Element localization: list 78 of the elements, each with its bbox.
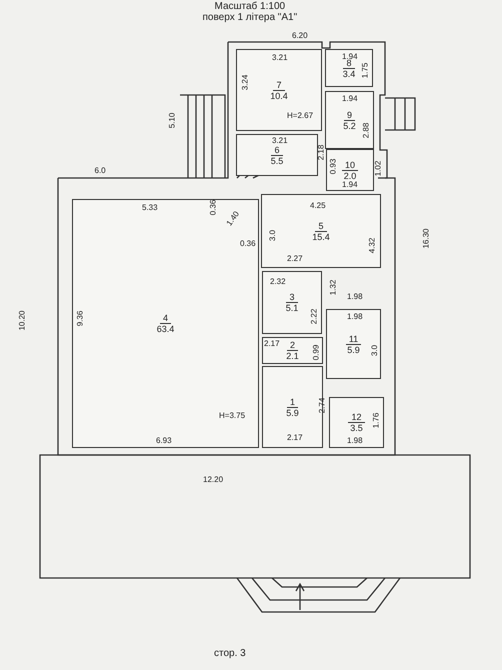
room xyxy=(237,135,317,175)
room xyxy=(326,50,372,86)
dimension-text: 4.25 xyxy=(310,200,326,210)
height-note: H=2.67 xyxy=(287,110,314,120)
dimension-text: 1.98 xyxy=(347,312,363,320)
height-note: H=3.75 xyxy=(219,410,246,420)
dimension-text: 2.88 xyxy=(361,122,370,138)
dimension-text: 2.74 xyxy=(317,397,326,413)
dimension-text: 3.24 xyxy=(240,74,250,90)
dimension-text: 1.98 xyxy=(347,292,363,300)
room xyxy=(73,200,258,447)
dimension-text: 0.36 xyxy=(208,199,218,215)
room-area: 10.4 xyxy=(270,90,288,100)
room-number: 9 xyxy=(344,110,355,120)
dimension-text: 12.20 xyxy=(203,474,224,484)
dimension-text: 1.94 xyxy=(342,94,358,102)
dimension-text: 6.93 xyxy=(156,436,172,444)
dimension-text: 4.32 xyxy=(367,237,376,253)
room-area: 3.4 xyxy=(342,68,356,78)
room-area: 3.5 xyxy=(350,423,363,433)
dimension-text: 10.20 xyxy=(18,310,27,330)
dimension-text: 2.32 xyxy=(270,276,286,286)
dimension-text: 16.30 xyxy=(422,228,431,248)
room-number: 5 xyxy=(315,220,326,232)
room xyxy=(262,195,380,267)
room-area: 2.0 xyxy=(344,170,356,180)
scale-note: Масштаб 1:100 xyxy=(214,2,286,10)
dimension-text: 1.76 xyxy=(371,412,380,428)
room-area: 5.1 xyxy=(286,303,298,313)
room xyxy=(327,150,373,190)
room-number: 1 xyxy=(286,396,298,408)
room-number: 8 xyxy=(343,58,354,68)
dimension-text: 3.0 xyxy=(268,229,277,241)
dimension-text: 5.10 xyxy=(167,112,176,128)
room-number: 4 xyxy=(160,313,171,324)
dimension-text: 1.75 xyxy=(360,62,370,78)
room xyxy=(326,92,373,148)
dimension-text: 1.94 xyxy=(342,180,358,188)
room-area: 5.5 xyxy=(270,156,284,166)
dimension-text: 2.17 xyxy=(287,432,303,442)
room-number: 2 xyxy=(286,340,298,351)
dimension-text: 2.17 xyxy=(264,338,280,348)
dimension-text: 6.20 xyxy=(292,30,308,40)
room xyxy=(237,50,321,130)
room-area: 5.9 xyxy=(347,344,360,354)
room-area: 2.1 xyxy=(286,351,299,361)
dimension-text: 3.21 xyxy=(272,136,288,144)
dimension-text: 1.94 xyxy=(342,52,358,60)
dimension-text: 0.93 xyxy=(328,158,338,174)
dimension-text: 1.98 xyxy=(347,436,363,444)
dimension-text: 5.33 xyxy=(142,202,158,212)
room-number: 12 xyxy=(348,412,364,423)
room-area: 15.4 xyxy=(312,232,330,242)
dimension-text: 6.0 xyxy=(94,166,106,174)
dimension-text: 9.36 xyxy=(75,310,84,326)
dimension-text: 3.21 xyxy=(272,52,288,62)
room-number: 6 xyxy=(271,144,282,156)
room xyxy=(263,338,322,363)
room-number: 7 xyxy=(273,80,284,90)
room xyxy=(330,398,383,447)
room-area: 63.4 xyxy=(156,324,174,334)
room xyxy=(263,272,321,333)
plan-title: поверх 1 літера "А1" xyxy=(202,12,298,23)
page-number: стор. 3 xyxy=(214,648,246,659)
dimension-text: 1.32 xyxy=(328,279,338,295)
dimension-text: 1.02 xyxy=(373,160,382,176)
room-area: 5.9 xyxy=(286,408,299,418)
room-number: 11 xyxy=(346,334,362,344)
room-number: 10 xyxy=(342,160,358,170)
dimension-text: 0.99 xyxy=(311,344,320,360)
room xyxy=(327,310,380,378)
dimension-text: 2.18 xyxy=(316,144,326,160)
dimension-text: 2.22 xyxy=(309,308,318,324)
dimension-text: 0.36 xyxy=(240,238,256,248)
room-area: 5.2 xyxy=(343,120,356,130)
room-number: 3 xyxy=(286,292,298,303)
dimension-text: 2.27 xyxy=(287,254,303,262)
dimension-text: 3.0 xyxy=(370,344,379,356)
